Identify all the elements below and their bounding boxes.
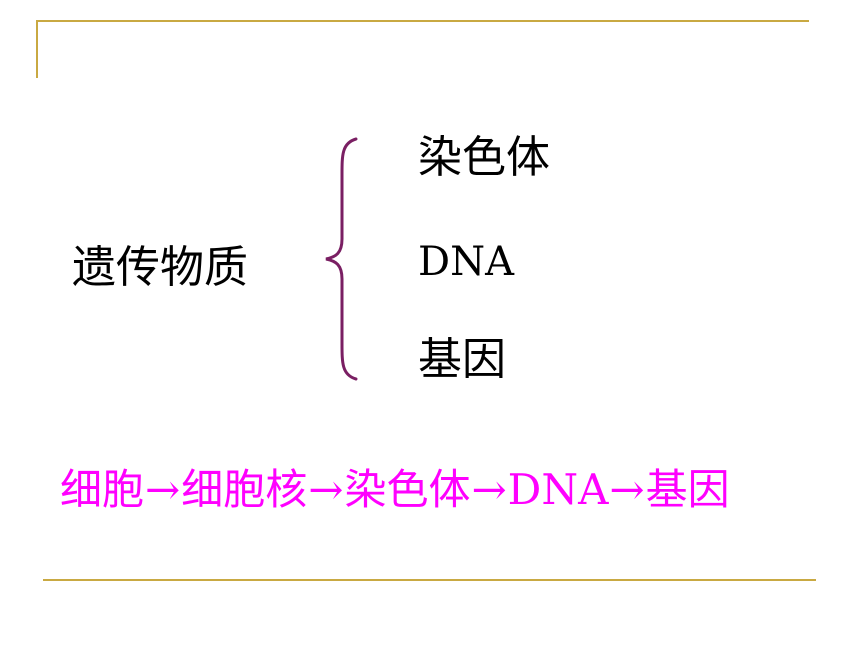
- left-rule-line: [36, 20, 38, 78]
- arrow-right-icon: →: [471, 465, 507, 514]
- chain-step-dna: DNA: [507, 465, 609, 514]
- list-item-chromosome: 染色体: [418, 132, 550, 183]
- arrow-right-icon: →: [145, 465, 181, 514]
- left-brace-icon: [325, 137, 358, 381]
- arrow-right-icon: →: [609, 465, 645, 514]
- chain-step-cell: 细胞: [60, 465, 145, 514]
- bottom-rule-line: [43, 579, 816, 581]
- top-rule-line: [37, 20, 809, 22]
- main-term: 遗传物质: [72, 242, 248, 293]
- arrow-right-icon: →: [308, 465, 344, 514]
- chain-step-gene: 基因: [645, 465, 730, 514]
- list-item-dna: DNA: [418, 239, 514, 285]
- chain-step-chromosome: 染色体: [344, 465, 471, 514]
- chain-step-nucleus: 细胞核: [181, 465, 308, 514]
- list-item-gene: 基因: [418, 334, 506, 385]
- hierarchy-chain: 细胞 → 细胞核 → 染色体 → DNA → 基因: [60, 462, 730, 518]
